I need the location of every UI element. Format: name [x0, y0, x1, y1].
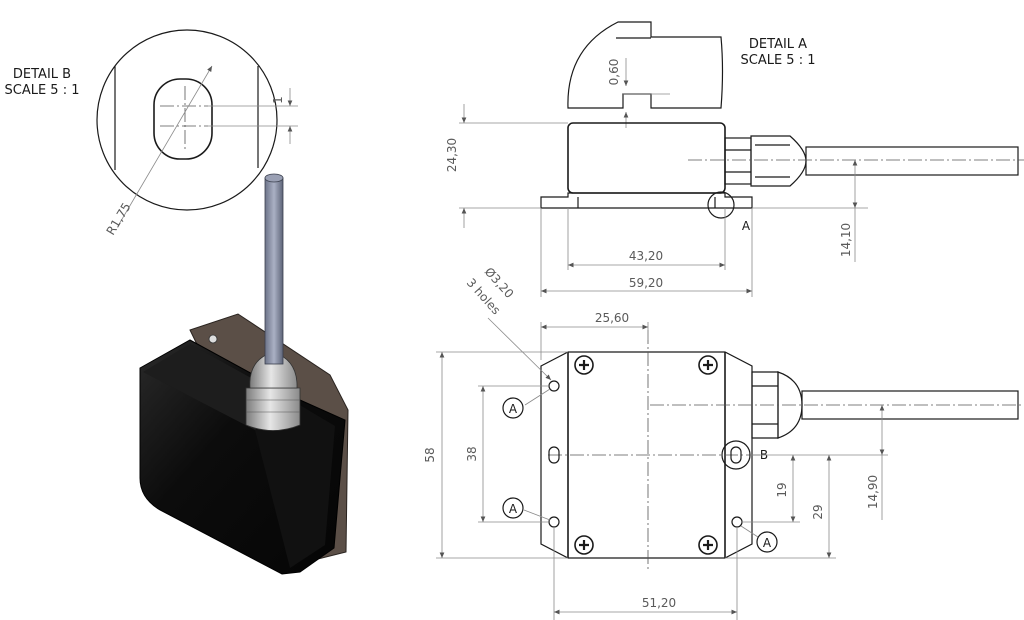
top-flange: [540, 351, 753, 559]
detail-a: 0,60 DETAIL A SCALE 5 : 1: [567, 21, 816, 128]
detail-b: DETAIL B SCALE 5 : 1 1 R1,75: [5, 29, 298, 238]
side-flange-width-label: 59,20: [629, 276, 663, 290]
side-body: [567, 122, 726, 194]
callout-a-3-label: A: [763, 536, 772, 550]
hole-top-left: [548, 380, 560, 392]
detail-b-gap-label: 1: [271, 96, 285, 104]
detail-b-title: DETAIL B: [13, 67, 71, 82]
detail-b-circle: [96, 29, 278, 211]
side-view: A 24,30 43,20 59,20 14,10: [445, 104, 1024, 297]
callout-a-1-label: A: [509, 402, 518, 416]
screw-top-left: [574, 355, 594, 375]
detail-a-title: DETAIL A: [749, 37, 807, 52]
side-gland-nut: [724, 137, 752, 185]
side-flange: [540, 192, 753, 209]
screw-top-right: [698, 355, 718, 375]
hole-bottom-left: [548, 516, 560, 528]
detail-b-radius-label: R1,75: [104, 200, 134, 237]
screw-bottom-left: [574, 535, 594, 555]
detail-b-scale: SCALE 5 : 1: [5, 83, 80, 98]
detail-a-scale: SCALE 5 : 1: [741, 53, 816, 68]
hole-offset-label: 25,60: [595, 311, 629, 325]
side-callout-circle: [707, 191, 735, 219]
hole-spacing-label: 38: [465, 446, 479, 461]
iso-nut-lower: [245, 387, 301, 431]
callout-a-3: [756, 531, 778, 553]
dim-19-label: 19: [775, 482, 789, 497]
iso-view: [139, 173, 349, 575]
slot-left: [548, 446, 560, 464]
top-view: A A A B Ø3,20 3 holes 25,60 58 38 19: [423, 265, 1024, 620]
callout-a-2-label: A: [509, 502, 518, 516]
side-body-width-label: 43,20: [629, 249, 663, 263]
cable-height-label: 14,90: [866, 475, 880, 509]
detail-a-outline: [567, 21, 724, 109]
side-cable-offset-label: 14,10: [839, 223, 853, 257]
side-callout-a: A: [742, 219, 751, 233]
dim-29-label: 29: [811, 504, 825, 519]
detail-a-depth-label: 0,60: [607, 59, 621, 86]
side-cable: [805, 146, 1019, 176]
total-width-label: 58: [423, 447, 437, 462]
side-gland-dome: [750, 135, 807, 187]
callout-a-2: [502, 497, 524, 519]
iso-cable: [264, 177, 284, 365]
side-height-label: 24,30: [445, 138, 459, 172]
slot-right: [730, 446, 742, 464]
callout-a-1: [502, 397, 524, 419]
top-cable: [801, 390, 1019, 420]
screw-bottom-right: [698, 535, 718, 555]
hole-span-label: 51,20: [642, 596, 676, 610]
slot-outline: [153, 78, 213, 160]
hole-bottom-right: [731, 516, 743, 528]
